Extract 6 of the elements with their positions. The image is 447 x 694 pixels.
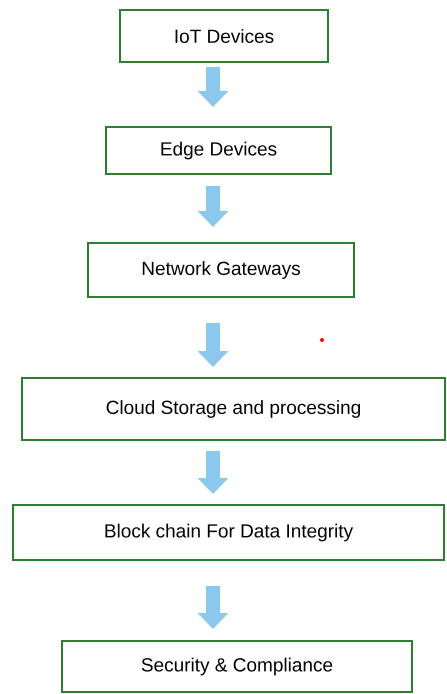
process-box: Network Gateways bbox=[87, 242, 355, 298]
process-box: Block chain For Data Integrity bbox=[12, 504, 445, 561]
process-box: Cloud Storage and processing bbox=[21, 377, 446, 441]
process-box: Edge Devices bbox=[105, 126, 332, 175]
process-box: IoT Devices bbox=[119, 9, 329, 64]
process-box: Security & Compliance bbox=[61, 640, 413, 693]
